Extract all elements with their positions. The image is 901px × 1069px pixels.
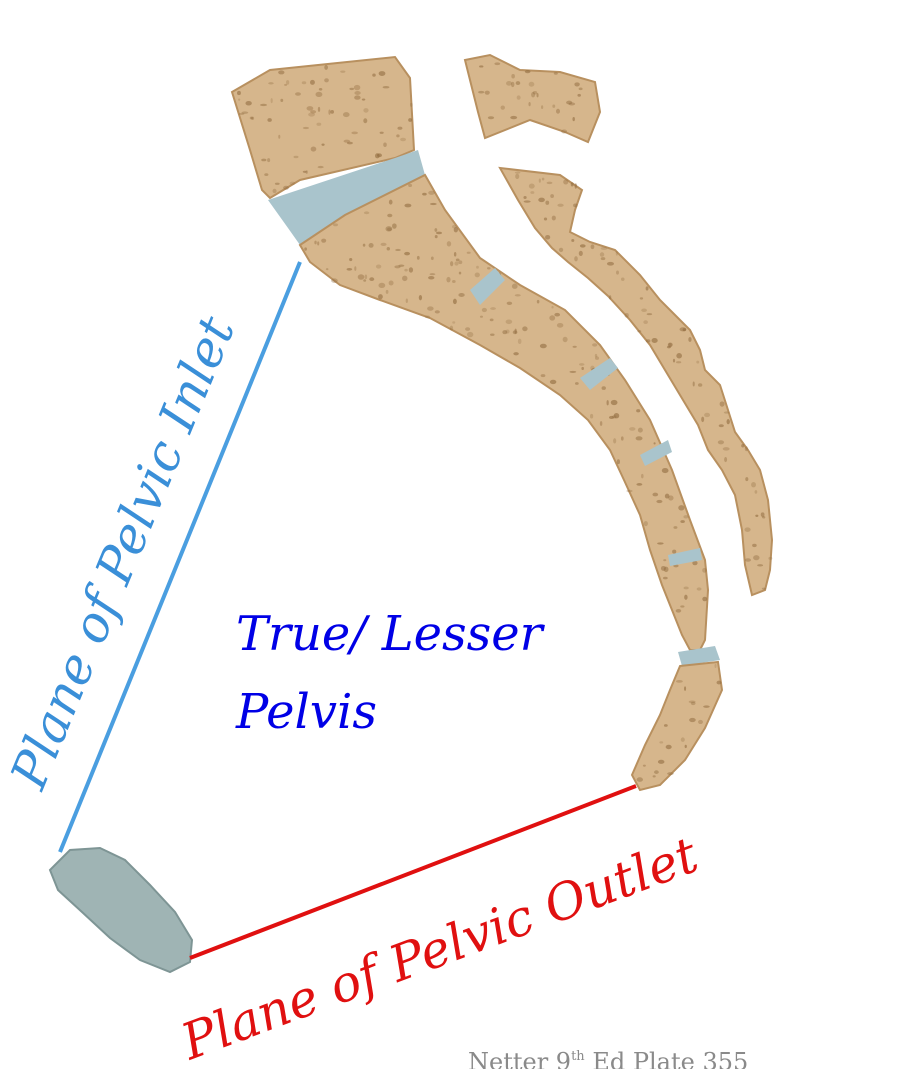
pubic-symphysis xyxy=(48,846,194,974)
credit-rest: Ed Plate 355 xyxy=(584,1048,749,1069)
credit-edition-suffix: th xyxy=(571,1049,585,1064)
spinous-process xyxy=(463,53,602,144)
inlet-line xyxy=(58,261,302,853)
outlet-line xyxy=(189,784,637,960)
cavity-label-line1: True/ Lesser xyxy=(236,606,546,662)
source-credit: Netter 9th Ed Plate 355 xyxy=(468,1050,748,1069)
bone-texture xyxy=(237,65,413,194)
cavity-label-line2: Pelvis xyxy=(235,684,377,740)
lumbar-vertebra xyxy=(230,55,425,245)
median-sacral-crest xyxy=(498,166,774,597)
bone-texture xyxy=(478,62,583,134)
coccyx xyxy=(630,646,724,792)
sacrum xyxy=(298,173,710,651)
bone-texture xyxy=(636,663,722,782)
bone-texture xyxy=(514,171,773,590)
inlet-label: Plane of Pelvic Inlet xyxy=(0,308,246,798)
credit-prefix: Netter xyxy=(468,1048,556,1069)
credit-edition-number: 9 xyxy=(555,1048,572,1069)
